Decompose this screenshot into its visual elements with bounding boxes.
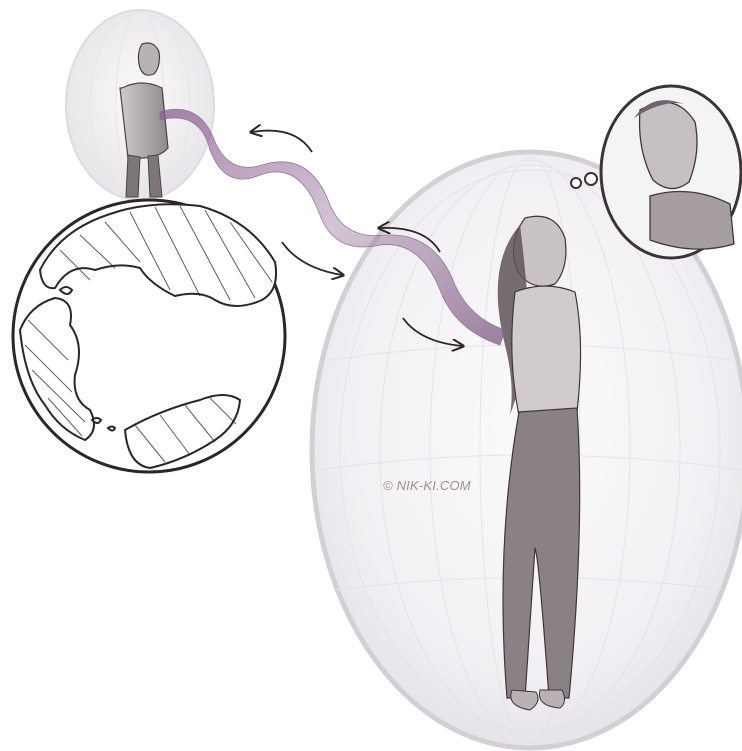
- arrow-2: [282, 242, 342, 275]
- thought-dot-small: [571, 178, 581, 188]
- thought-dot-large: [585, 173, 597, 185]
- watermark-text: © NIK-KI.COM: [383, 478, 471, 493]
- globe: [13, 200, 285, 472]
- arrow-1: [252, 131, 312, 152]
